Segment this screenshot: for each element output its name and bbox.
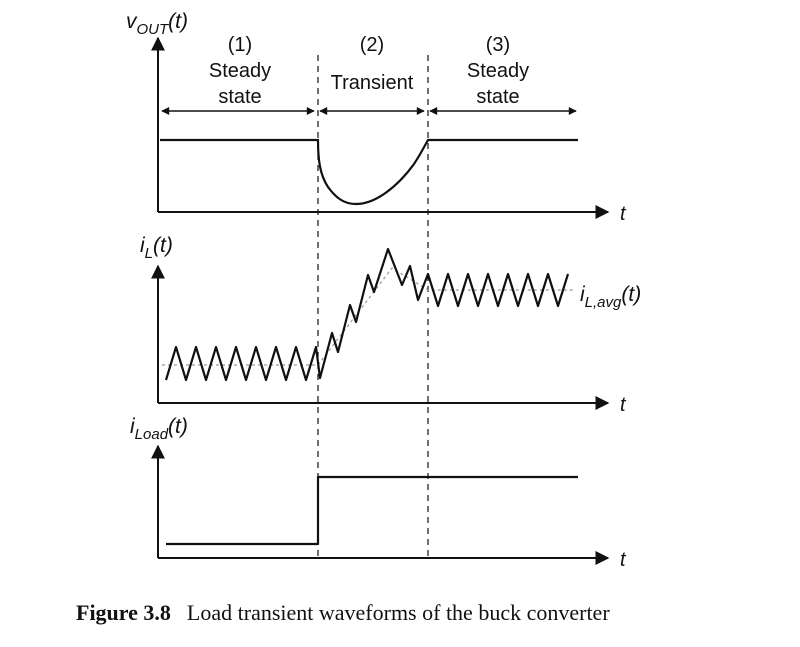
region-2-number: (2) [360, 34, 384, 56]
vout-y-label: vOUT(t) [126, 10, 188, 38]
region-3-line1: Steady [467, 60, 529, 82]
il-avg-label: iL,avg(t) [580, 283, 641, 311]
region-1-line1: Steady [209, 60, 271, 82]
il-x-label: t [620, 394, 627, 416]
iload-waveform [166, 475, 578, 546]
il-average-line [162, 267, 575, 366]
il-panel: iL(t) t iL,avg(t) [140, 234, 641, 416]
region-2-line1: Transient [331, 72, 414, 94]
vout-waveform [160, 138, 578, 206]
vout-x-label: t [620, 203, 627, 225]
iload-x-label: t [620, 549, 627, 571]
iload-panel: iLoad(t) t [130, 415, 627, 571]
iload-y-label: iLoad(t) [130, 415, 188, 443]
region-1-number: (1) [228, 34, 252, 56]
il-waveform [164, 247, 570, 382]
vout-panel: vOUT(t) t (1) Steady state (2) Transient… [126, 10, 627, 225]
il-y-label: iL(t) [140, 234, 173, 262]
region-3-line2: state [476, 86, 519, 108]
region-3-number: (3) [486, 34, 510, 56]
region-1-line2: state [218, 86, 261, 108]
